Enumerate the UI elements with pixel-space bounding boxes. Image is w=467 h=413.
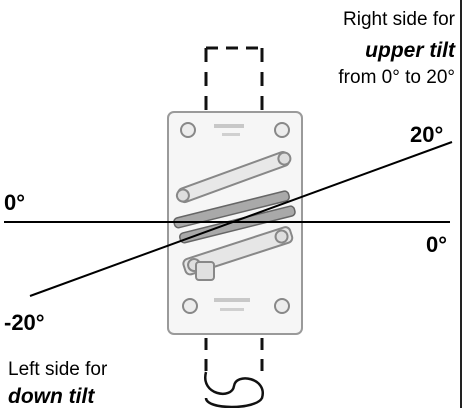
screw-icon	[180, 122, 196, 138]
left-side-note-emphasis: down tilt	[8, 385, 95, 408]
screw-icon	[182, 298, 198, 314]
right-side-note-line3: from 0° to 20°	[338, 67, 455, 88]
left-side-note-line1: Left side for	[8, 359, 108, 380]
angle-label-0-left: 0°	[4, 190, 26, 215]
angle-label-minus-20: -20°	[4, 310, 45, 335]
dashed-cable-bottom	[204, 338, 264, 409]
right-side-note-line1: Right side for	[343, 9, 455, 30]
angle-label-0-right: 0°	[426, 232, 448, 257]
screw-icon	[274, 122, 290, 138]
page-right-border	[460, 0, 462, 408]
screw-icon	[274, 298, 290, 314]
angle-label-20: 20°	[410, 122, 444, 147]
tilt-range-line	[29, 141, 453, 297]
right-side-note-emphasis: upper tilt	[365, 39, 455, 62]
dashed-pole-top	[204, 46, 264, 110]
